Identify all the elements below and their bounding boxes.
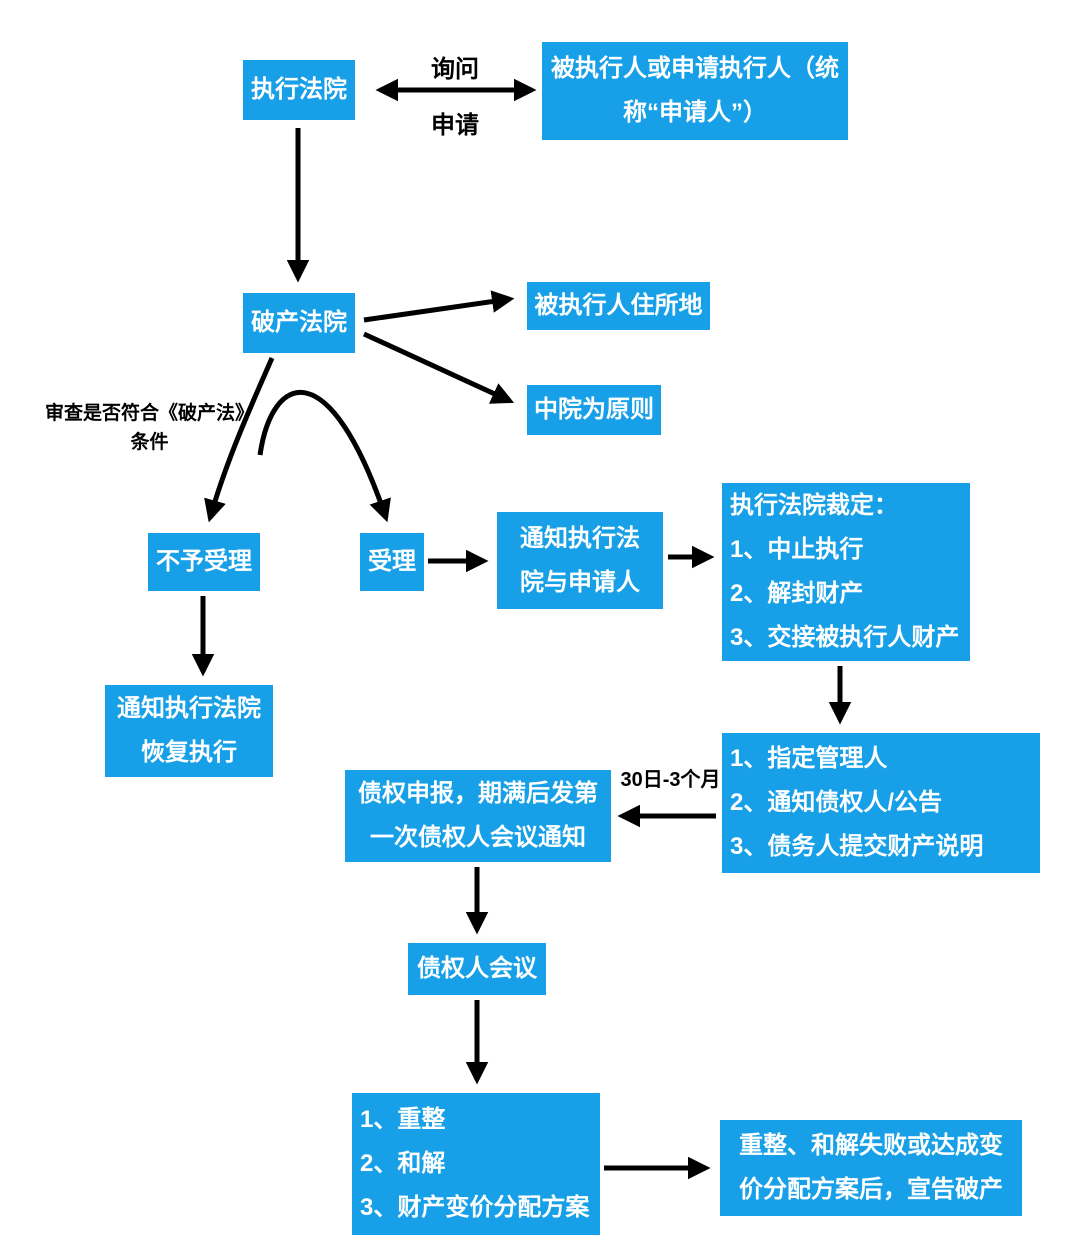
- node-reject: 不予受理: [148, 533, 260, 591]
- node-claims-declaration: 债权申报，期满后发第 一次债权人会议通知: [345, 770, 611, 862]
- edge-label-review-conditions: 审查是否符合《破产法》 条件: [44, 403, 254, 453]
- edge-label-duration: 30日-3个月: [620, 769, 721, 791]
- arrow-bankruptcy-to-accept: [257, 389, 391, 523]
- edge-label-apply: 申请: [431, 112, 479, 139]
- node-declare-bankruptcy: 重整、和解失败或达成变 价分配方案后，宣告破产: [720, 1120, 1022, 1216]
- node-bankruptcy-court: 破产法院: [243, 293, 355, 353]
- node-applicant: 被执行人或申请执行人（统 称“申请人”）: [542, 42, 848, 140]
- node-court-ruling-list: 执行法院裁定： 1、中止执行 2、解封财产 3、交接被执行人财产: [722, 483, 970, 661]
- edge-label-inquiry: 询问: [431, 56, 479, 83]
- node-intermediate-court: 中院为原则: [527, 385, 661, 435]
- arrow-bankruptcy-to-domicile: [363, 290, 515, 323]
- node-creditors-meeting: 债权人会议: [408, 943, 546, 995]
- node-notify-execution-court: 通知执行法 院与申请人: [497, 512, 663, 609]
- node-domicile: 被执行人住所地: [527, 282, 710, 330]
- arrow-bankruptcy-to-intermediate: [362, 331, 515, 404]
- node-plans-list: 1、重整 2、和解 3、财产变价分配方案: [352, 1093, 600, 1235]
- node-accept: 受理: [360, 533, 424, 591]
- node-execution-court: 执行法院: [243, 60, 355, 120]
- node-administrator-list: 1、指定管理人 2、通知债权人/公告 3、债务人提交财产说明: [722, 733, 1040, 873]
- node-resume-execution: 通知执行法院 恢复执行: [105, 685, 273, 777]
